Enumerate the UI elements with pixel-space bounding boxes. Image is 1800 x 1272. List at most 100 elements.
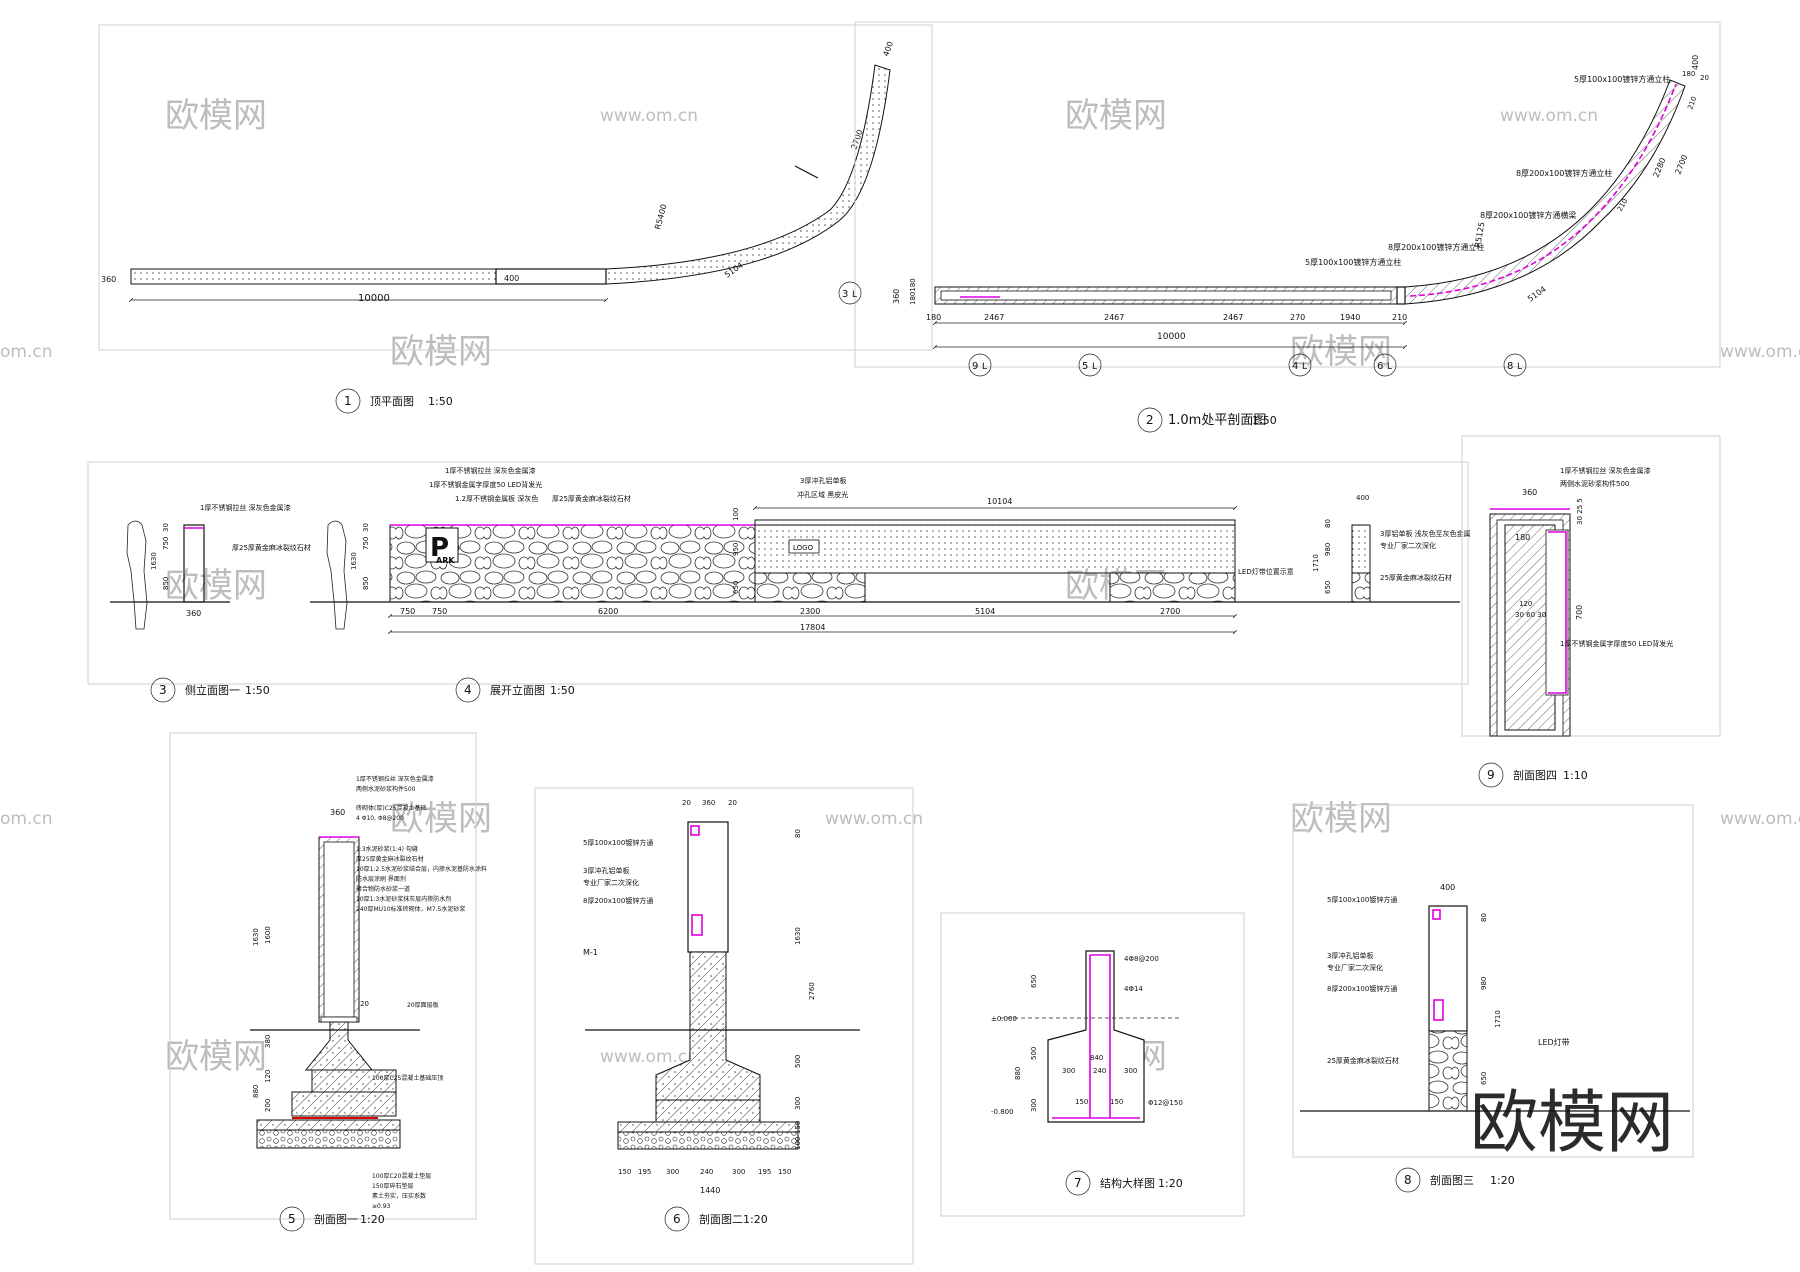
dim-label: 120 [1519,600,1532,608]
perforated-panel [754,524,1236,574]
wall-section-curved [1404,79,1686,305]
view-number: 2 [1146,413,1154,427]
dim-label: 2467 [1104,313,1124,322]
tube-frame [687,821,729,953]
dim-label: 750 [432,607,447,616]
callout: 5厚100x100镀锌方通立柱 [1305,257,1401,267]
view-number: 3 [159,683,167,697]
dim-label: 650 [1324,581,1332,594]
svg-text:L: L [982,362,987,372]
dim-label: 360 [186,609,201,618]
dim-label: 180 [1682,70,1695,78]
svg-text:4: 4 [1292,361,1298,372]
callout: 两侧水泥砂浆构件500 [356,785,416,793]
svg-text:L: L [1387,362,1392,372]
dim-label: 2467 [984,313,1004,322]
dim-label: 400 [881,40,895,57]
footing-stem [304,1021,374,1071]
svg-text:P: P [430,533,449,563]
elevation-frame [87,461,1469,685]
callout: 厚25厚黄金麻冰裂纹石材 [552,494,631,503]
dim-label: 950 [732,543,740,556]
dim-label: 200 [264,1099,272,1112]
view-6-section-two: 20 360 20 80 1630 2760 500 300 150 100 1… [534,787,914,1265]
dim-label: 5104 [1526,285,1548,304]
callout: 素土夯实，压实系数 [372,1192,426,1200]
callout: 专业厂家二次深化 [1380,541,1436,550]
dim-label: 650 [732,581,740,594]
view-1-top-plan: 10000 400 360 R5400 5104 2700 400 1 顶平面图… [98,24,933,414]
dim-label: 10000 [1157,332,1186,342]
dim-label: 20 [360,1000,369,1008]
callout: 8厚200x100镀锌方通横梁 [1480,210,1576,220]
view-title: 剖面图三 [1430,1173,1474,1187]
view-number: 8 [1404,1173,1412,1187]
callout: 3厚冲孔铝单板 [800,476,846,485]
dim-label: 300 [794,1097,802,1110]
callout: 1:3水泥砂浆(1:4) 勾缝 [356,845,418,853]
view-title: 剖面图一 [314,1212,358,1226]
callout: 10厚1:2.5水泥砂浆结合层，内掺水泥基防水涂料 [356,865,487,873]
dim-label: 300 [1062,1067,1075,1075]
dim-label: 2280 [1652,157,1668,179]
view-7-structural-detail: 650 500 880 300 840 300 240 300 150 150 … [940,912,1245,1217]
view-scale: 1:50 [1252,414,1277,427]
callout: ±0.000 [991,1015,1017,1023]
callout: 专业厂家二次深化 [583,878,639,887]
dim-label: 850 [162,577,170,590]
view-number: 5 [288,1212,296,1226]
dim-label: 30 60 30 [1515,611,1546,619]
view-number: 1 [344,394,352,408]
callout: Φ12@150 [1148,1099,1183,1107]
gravel-bed [617,1131,799,1150]
dim-label: 100 [732,508,740,521]
dim-label: 1630 [252,928,260,946]
callout: 1厚不锈钢金属字厚度50 LED背发光 [1560,639,1673,648]
dim-label: R5125 [1473,221,1486,248]
callout: 厚25厚黄金麻冰裂纹石材 [356,855,424,863]
dim-label: 750 [400,607,415,616]
watermark-brand: 欧模网 [1290,332,1392,372]
callout: 100厚C20混凝土垫层 [372,1172,431,1180]
dim-label: 20 [682,799,691,807]
callout: 20厚面层板 [407,1001,439,1009]
dim-label: 100 [794,1137,802,1150]
dim-label: 500 [794,1055,802,1068]
dim-label: 400 [1440,883,1455,892]
gravel-bed [256,1129,401,1149]
callout: 3厚冲孔铝单板 [583,866,629,875]
dim-label: 150 [618,1168,631,1176]
view-scale: 1:50 [550,684,575,697]
callout: 1厚不锈钢拉丝 深灰色金属漆 [356,775,434,783]
callout: 两侧水泥砂浆构件500 [1560,479,1629,488]
dim-label: 1600 [264,926,272,944]
watermark-brand: 欧模网 [165,1037,267,1077]
view-scale: 1:50 [245,684,270,697]
dim-label: 30 25 5 [1576,498,1584,525]
view-3-side-elevation: 30 750 1630 850 360 1厚不锈钢拉丝 深灰色金属漆 厚25厚黄… [110,503,311,703]
dim-label: 2700 [1160,607,1180,616]
dim-label: 80 [1480,913,1488,922]
dim-label: 750 [162,537,170,550]
dim-label: 360 [892,289,901,304]
callout: 1厚不锈钢拉丝 深灰色金属漆 [445,466,536,475]
watermark-brand: 欧模网 [165,96,267,136]
dim-label: 400 [1356,494,1369,502]
dim-label: 10104 [987,497,1012,506]
dim-label: 195 [758,1168,771,1176]
watermark-url: www.om.cn [600,106,698,126]
watermark-brand: 欧模网 [1065,96,1167,136]
callout: 240厚MU10标准砖砌体，M7.5水泥砂浆 [356,905,465,913]
dim-label: 5104 [975,607,995,616]
dim-label: 840 [1090,1054,1103,1062]
stone-base-left [754,572,866,603]
watermark-brand: 欧模网 [1290,799,1392,839]
dim-label: 400 [1691,55,1700,70]
view-number: 9 [1487,768,1495,782]
dim-label: 980 [1480,977,1488,990]
view-title: 展开立面图 [490,683,545,697]
callout: ≥0.93 [372,1203,391,1210]
wall-concrete [689,951,727,1031]
view-scale: 1:50 [428,395,453,408]
